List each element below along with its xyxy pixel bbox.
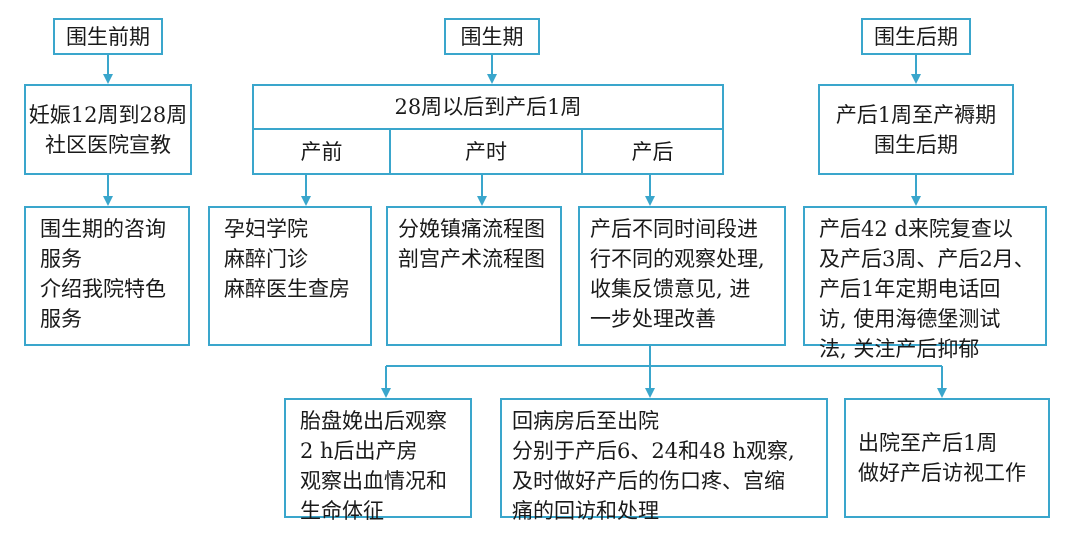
pre-content-line: 介绍我院特色 <box>40 277 166 301</box>
pre-period-line: 社区医院宣教 <box>45 132 171 157</box>
pre-content-line: 服务 <box>40 307 82 331</box>
ward-line: 及时做好产后的伤口疼、宫缩 <box>512 469 785 493</box>
postpartum-content-box: 产后不同时间段进 行不同的观察处理, 收集反馈意见, 进 一步处理改善 <box>578 206 786 346</box>
intrapartum-label: 产时 <box>465 139 507 164</box>
discharge-line: 做好产后访视工作 <box>858 461 1026 485</box>
pre-content-line: 服务 <box>40 247 82 271</box>
pre-content-box: 围生期的咨询 服务 介绍我院特色 服务 <box>24 206 190 346</box>
phase-pre-label: 围生前期 <box>66 24 150 49</box>
ward-line: 痛的回访和处理 <box>512 499 659 523</box>
discharge-line: 出院至产后1周 <box>858 431 998 455</box>
postpartum-line: 行不同的观察处理, <box>590 247 765 271</box>
intrapartum-line: 剖宫产术流程图 <box>398 247 545 271</box>
placenta-box: 胎盘娩出后观察 2 h后出产房 观察出血情况和 生命体征 <box>284 398 472 523</box>
post-content-line: 产后1年定期电话回 <box>819 277 1001 301</box>
post-content-line: 及产后3周、产后2月、 <box>819 247 1035 271</box>
peri-period-box: 28周以后到产后1周 产前 产时 产后 <box>252 84 724 175</box>
intrapartum-line: 分娩镇痛流程图 <box>398 217 545 241</box>
placenta-line: 胎盘娩出后观察 <box>300 409 447 433</box>
peri-period-title: 28周以后到产后1周 <box>254 86 722 130</box>
ward-box: 回病房后至出院 分别于产后6、24和48 h观察, 及时做好产后的伤口疼、宫缩 … <box>500 398 828 523</box>
post-content-line: 访, 使用海德堡测试 <box>819 307 1001 331</box>
peri-sub-intrapartum: 产时 <box>391 130 583 173</box>
post-period-line: 围生后期 <box>874 132 958 157</box>
postpartum-line: 收集反馈意见, 进 <box>590 277 751 301</box>
intrapartum-content-box: 分娩镇痛流程图 剖宫产术流程图 <box>386 206 562 346</box>
phase-post-label: 围生后期 <box>874 24 958 49</box>
post-content-line: 产后42 d来院复查以 <box>819 217 1013 241</box>
postpartum-label: 产后 <box>631 139 674 164</box>
antepartum-line: 麻醉门诊 <box>224 247 308 271</box>
antepartum-content-box: 孕妇学院 麻醉门诊 麻醉医生查房 <box>208 206 372 346</box>
peri-sub-antepartum: 产前 <box>254 130 391 173</box>
post-content-line: 法, 关注产后抑郁 <box>819 337 980 361</box>
phase-post-box: 围生后期 <box>861 18 971 55</box>
discharge-box: 出院至产后1周 做好产后访视工作 <box>844 398 1050 518</box>
phase-peri-box: 围生期 <box>444 18 540 55</box>
phase-pre-box: 围生前期 <box>53 18 163 55</box>
placenta-line: 2 h后出产房 <box>300 439 418 463</box>
post-period-line: 产后1周至产褥期 <box>835 102 997 127</box>
antepartum-label: 产前 <box>300 139 343 164</box>
placenta-line: 观察出血情况和 <box>300 469 447 493</box>
post-content-box: 产后42 d来院复查以 及产后3周、产后2月、 产后1年定期电话回 访, 使用海… <box>803 206 1047 361</box>
ward-line: 分别于产后6、24和48 h观察, <box>512 439 795 463</box>
peri-sub-postpartum: 产后 <box>583 130 722 173</box>
placenta-line: 生命体征 <box>300 499 384 523</box>
antepartum-line: 孕妇学院 <box>224 217 308 241</box>
postpartum-line: 一步处理改善 <box>590 307 716 331</box>
ward-line: 回病房后至出院 <box>512 409 659 433</box>
post-period-box: 产后1周至产褥期 围生后期 <box>818 84 1014 175</box>
peri-period-label: 28周以后到产后1周 <box>394 95 582 119</box>
pre-content-line: 围生期的咨询 <box>40 217 166 241</box>
antepartum-line: 麻醉医生查房 <box>224 277 350 301</box>
phase-peri-label: 围生期 <box>460 24 524 49</box>
postpartum-line: 产后不同时间段进 <box>590 217 758 241</box>
pre-period-box: 妊娠12周到28周 社区医院宣教 <box>24 84 192 175</box>
pre-period-line: 妊娠12周到28周 <box>28 102 188 127</box>
